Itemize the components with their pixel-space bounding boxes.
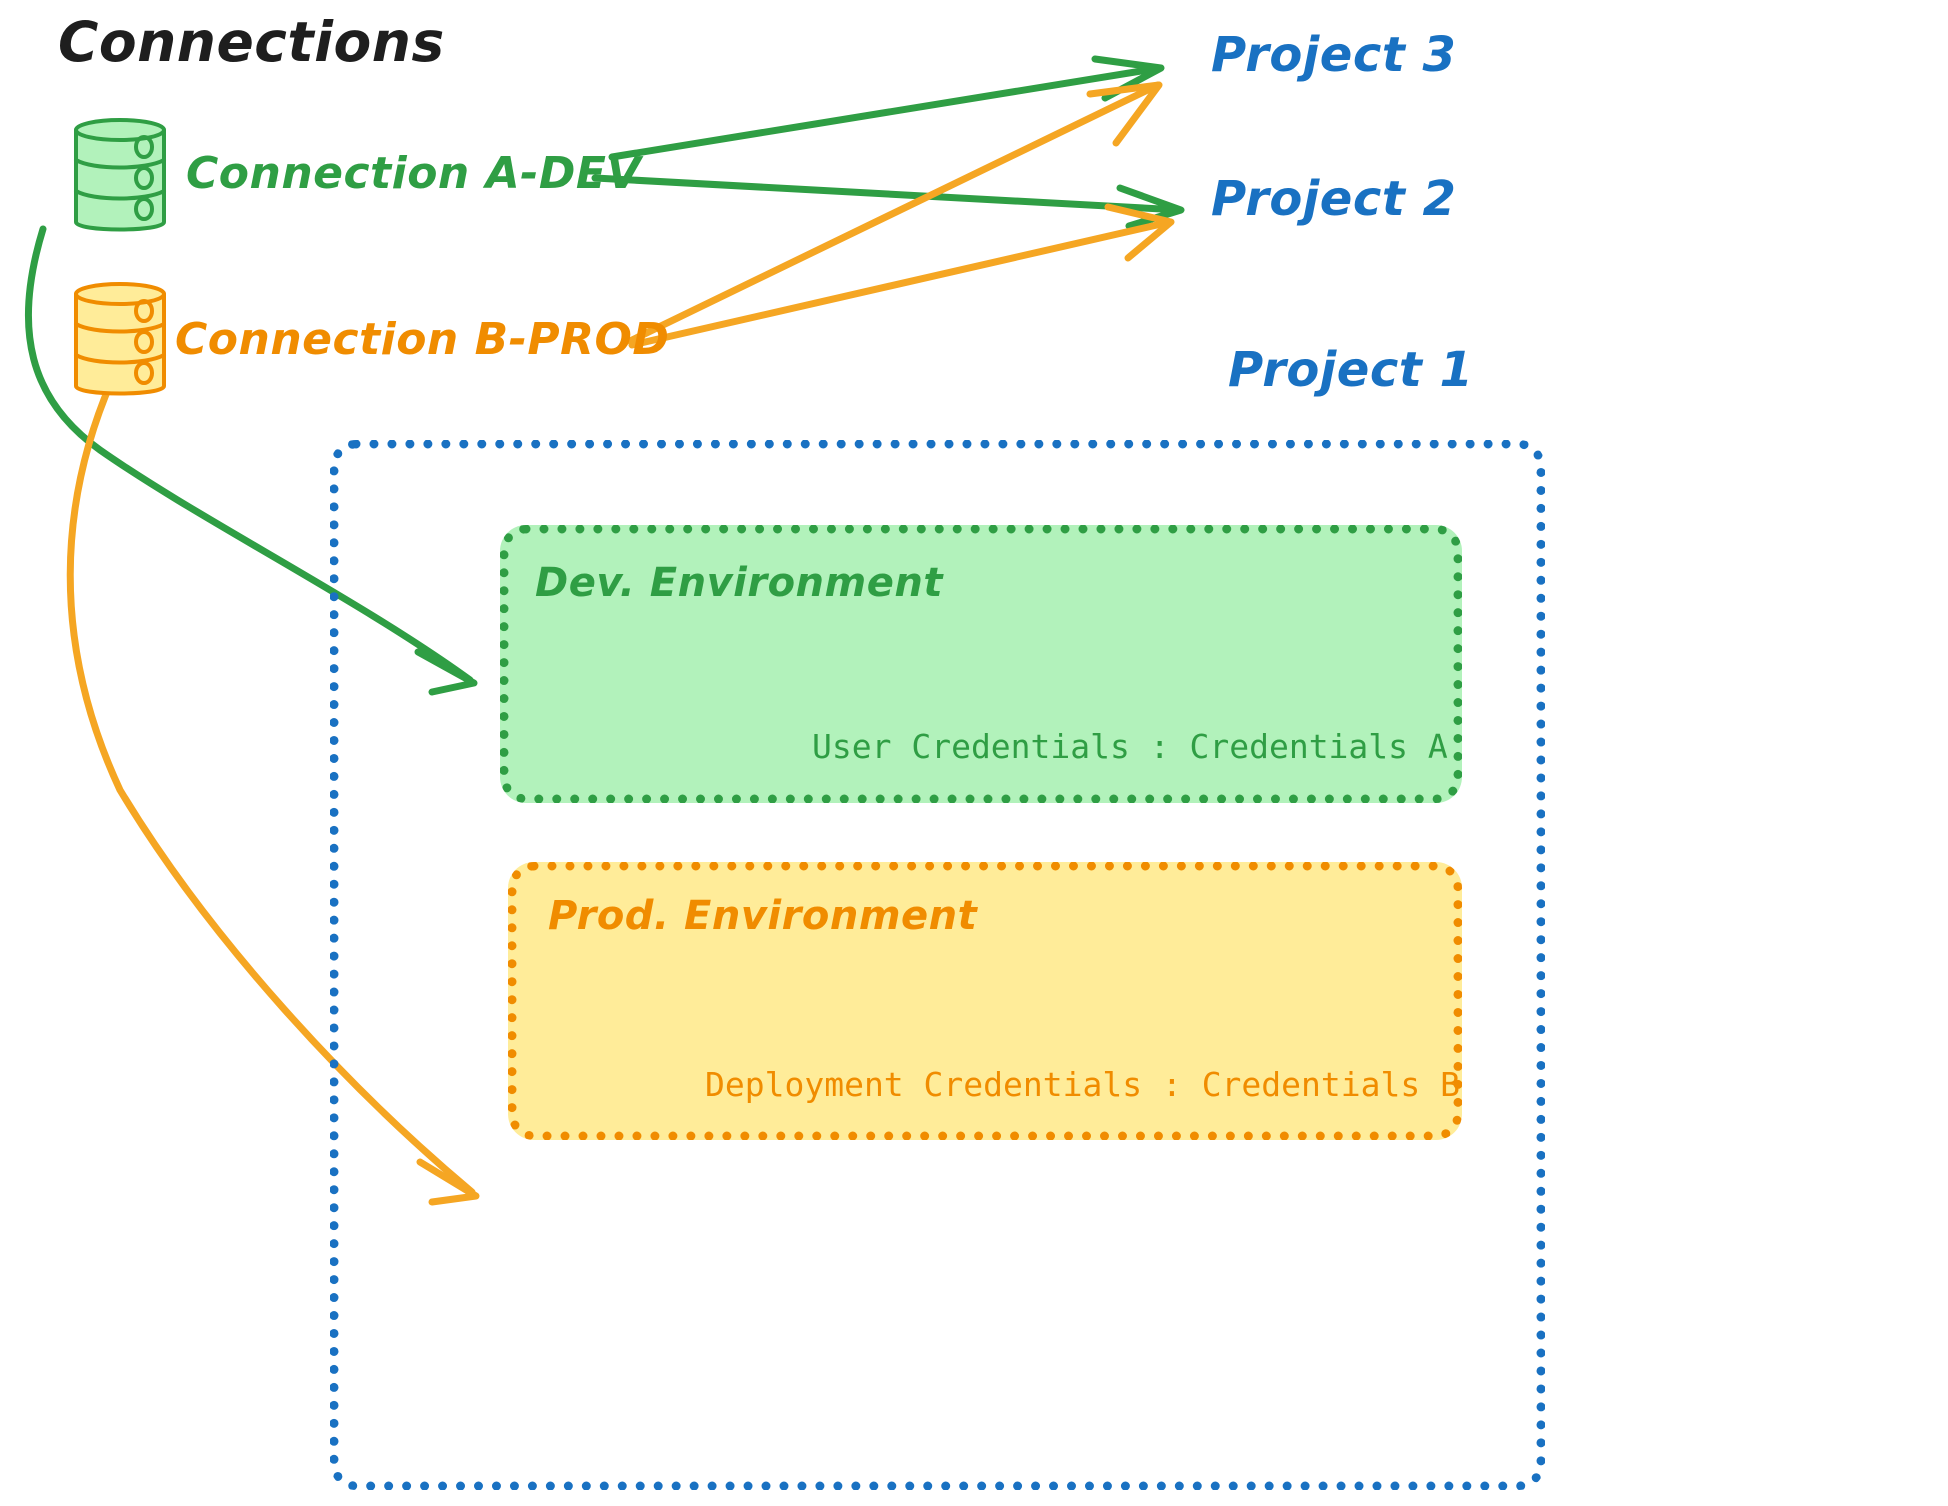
connection-b-prod-label[interactable]: Connection B-PROD [175, 314, 670, 365]
database-cylinder-icon-orange [68, 276, 172, 408]
prod-environment-box[interactable] [508, 862, 1462, 1140]
dev-environment-title: Dev. Environment [535, 560, 943, 606]
arrow-conn-a-to-project-3 [608, 55, 1165, 161]
database-cylinder-icon [74, 282, 166, 396]
arrow-conn-b-to-project-3 [626, 81, 1163, 345]
project-3-label[interactable]: Project 3 [1211, 27, 1457, 83]
prod-environment-title: Prod. Environment [548, 893, 978, 939]
page-title: Connections [58, 10, 445, 74]
arrow-conn-a-to-project-2 [591, 174, 1185, 230]
dev-environment-box[interactable] [500, 525, 1462, 803]
database-cylinder-icon [74, 118, 166, 232]
project-2-label[interactable]: Project 2 [1211, 171, 1457, 227]
prod-environment-credentials: Deployment Credentials : Credentials B [705, 1065, 1460, 1104]
project-1-label[interactable]: Project 1 [1228, 342, 1474, 398]
arrow-conn-b-to-project-2 [628, 203, 1175, 349]
database-cylinder-icon-green [68, 112, 172, 244]
connection-a-dev-label[interactable]: Connection A-DEV [186, 148, 642, 199]
project-1-container [330, 440, 1545, 1490]
dev-environment-credentials: User Credentials : Credentials A [812, 727, 1448, 766]
